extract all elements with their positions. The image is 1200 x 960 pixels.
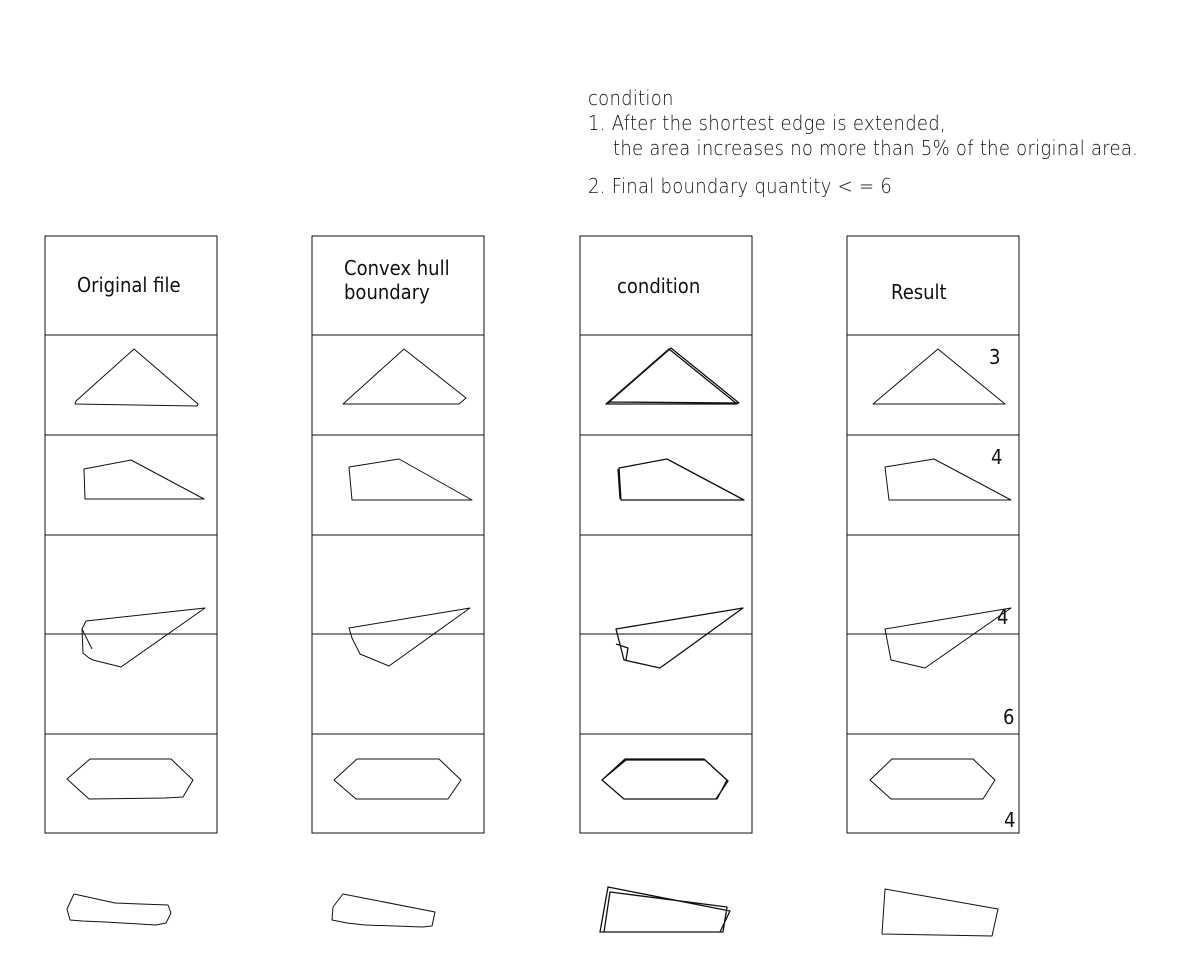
result-count-row5: 4 xyxy=(1004,808,1016,832)
column-frames xyxy=(44,235,1020,834)
shape-triangle-convex-hull xyxy=(342,348,467,405)
shape-trapezoid-convex-hull xyxy=(348,458,473,501)
result-count-row3: 4 xyxy=(997,605,1009,629)
result-count-row2: 4 xyxy=(991,445,1003,469)
header-result: Result xyxy=(891,280,947,304)
condition-rule1-line1: 1. After the shortest edge is extended, xyxy=(588,111,946,135)
shape-trapezoid-condition xyxy=(617,458,745,501)
shape-quadrilateral-condition xyxy=(599,886,731,933)
shape-wedge-condition xyxy=(615,607,744,669)
shape-trapezoid-original xyxy=(83,459,205,500)
shape-quadrilateral-original xyxy=(66,893,172,926)
shape-hexagon-original xyxy=(66,758,194,800)
shape-triangle-result xyxy=(872,348,1006,405)
shape-wedge-original xyxy=(81,607,206,668)
header-condition: condition xyxy=(617,274,701,298)
row-shapes xyxy=(66,347,1012,937)
shape-wedge-result xyxy=(884,607,1012,669)
shape-trapezoid-result xyxy=(884,458,1012,501)
shape-hexagon-convex-hull xyxy=(333,758,462,800)
shape-triangle-original xyxy=(74,348,199,407)
header-convex-hull-boundary: Convex hull boundary xyxy=(344,256,450,304)
result-count-row1: 3 xyxy=(989,345,1001,369)
shape-quadrilateral-result xyxy=(881,888,999,937)
shape-hexagon-result xyxy=(869,758,996,800)
header-original-file: Original file xyxy=(77,273,181,297)
result-count-row4: 6 xyxy=(1003,705,1015,729)
condition-rule2: 2. Final boundary quantity < = 6 xyxy=(588,174,893,198)
shape-hexagon-condition xyxy=(601,758,729,800)
shape-wedge-convex-hull xyxy=(348,607,471,667)
shape-quadrilateral-convex-hull xyxy=(331,893,436,928)
condition-title: condition xyxy=(588,86,674,110)
condition-rule1-line2: the area increases no more than 5% of th… xyxy=(613,136,1139,160)
shape-triangle-condition xyxy=(605,347,740,405)
